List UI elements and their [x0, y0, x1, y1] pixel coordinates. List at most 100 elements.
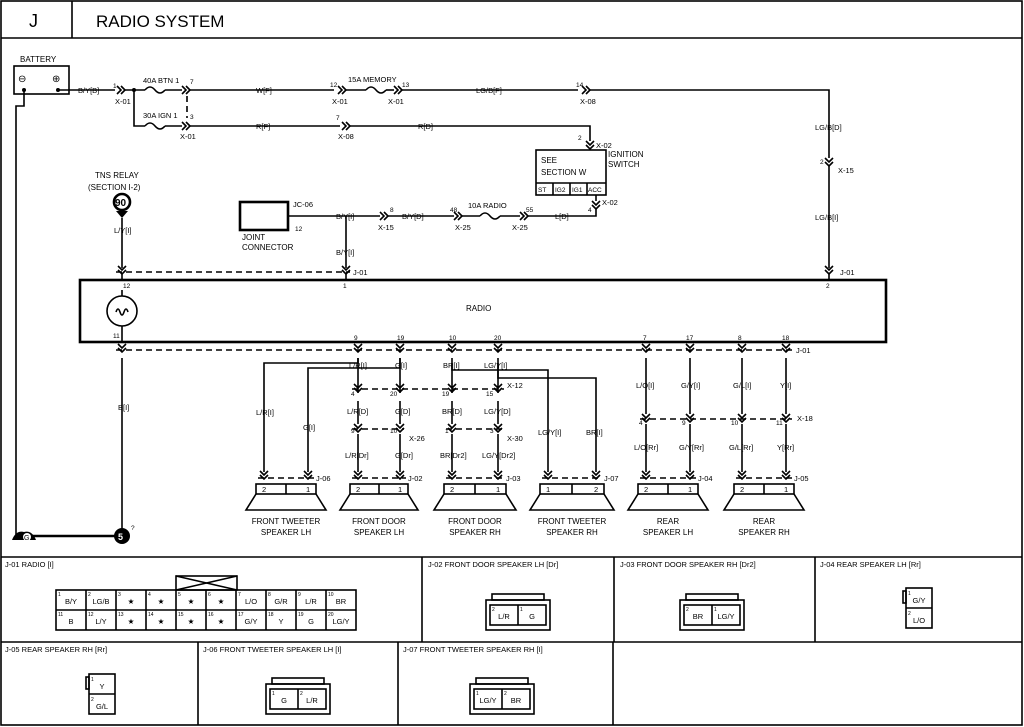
pin-label: 7 [643, 335, 647, 342]
speaker-label-2: SPEAKER LH [643, 528, 693, 537]
radio-label: RADIO [466, 304, 491, 313]
pin-label: 19 [442, 391, 450, 398]
pin-label: 1 [113, 83, 117, 90]
pin-label: 4 [639, 420, 643, 427]
speaker-conn-label: J-04 [698, 474, 713, 483]
conn-title-j05: J-05 REAR SPEAKER RH [Rr] [5, 645, 107, 654]
cell-wire: ★ [188, 617, 195, 626]
speaker-label-2: SPEAKER LH [354, 528, 404, 537]
conn-title-j01: J-01 RADIO [I] [5, 560, 54, 569]
wire-label-l-d: L[D] [555, 212, 569, 221]
pin-label: 55 [526, 207, 534, 214]
pin-label: 20 [494, 335, 502, 342]
page-title: RADIO SYSTEM [96, 12, 224, 31]
cell-wire: ★ [128, 597, 135, 606]
connector-mark [181, 85, 192, 95]
pin-label: 3 [190, 114, 194, 121]
wire-label: G/L[I] [733, 381, 751, 390]
svg-text:LG/Y: LG/Y [479, 696, 496, 705]
cell-pin: 20 [328, 612, 334, 618]
wire-label: G[D] [395, 407, 410, 416]
ignition-cell-st: ST [538, 187, 546, 194]
cell-wire: ★ [218, 617, 225, 626]
pin-label: 15 [486, 391, 494, 398]
pin-label: 9 [351, 428, 355, 435]
tns-relay: TNS RELAY (SECTION I-2) 90 [88, 171, 141, 218]
cell-wire: B [68, 617, 73, 626]
cell-pin: 12 [88, 612, 94, 618]
pin-label: 4 [351, 391, 355, 398]
pin-label: 9 [354, 335, 358, 342]
connector-mark [453, 211, 464, 221]
wire-label: Y[I] [780, 381, 791, 390]
wire-label: L/R[I] [349, 361, 367, 370]
connector-mark [116, 85, 127, 95]
joint-connector-box [238, 200, 290, 232]
speaker-conn-label: J-05 [794, 474, 809, 483]
connector-mark [737, 343, 747, 354]
j01-connector-face: 1B/Y2LG/B3★4★5★6★7L/O8G/R9L/R10BR11B12L/… [55, 575, 357, 631]
svg-text:2: 2 [91, 697, 94, 703]
pin-label: 13 [402, 82, 410, 89]
connector-mark [341, 121, 352, 131]
battery: BATTERY ⊖ ⊕ [13, 55, 70, 95]
conn-label-j01: J-01 [840, 268, 855, 277]
cell-wire: ★ [128, 617, 135, 626]
tns-arrow-icon [116, 211, 128, 218]
wire-label-by-i: B/Y[I] [336, 212, 354, 221]
ignition-section: SECTION W [541, 168, 587, 177]
speaker-pin: 1 [546, 485, 550, 494]
small-connectors: 2L/R1G2BR1LG/Y1G/Y2L/O1Y2G/L1G2L/R1LG/Y2… [85, 587, 933, 715]
radio-lamp-icon [106, 295, 138, 327]
cell-wire: ★ [218, 597, 225, 606]
fuse-ign-label: 30A IGN 1 [143, 111, 178, 120]
fuse-btn-symbol [144, 86, 166, 94]
pin-label: 1 [445, 428, 449, 435]
speaker-cone-icon [432, 493, 518, 511]
conn-label-x08: X-08 [338, 132, 354, 141]
fuse-radio-symbol [479, 212, 501, 220]
svg-text:1: 1 [476, 691, 479, 697]
pin-label: 1 [343, 283, 347, 290]
cell-pin: 15 [178, 612, 184, 618]
speaker-label-1: REAR [657, 517, 679, 526]
wire-label: G[I] [395, 361, 407, 370]
cell-pin: 9 [298, 592, 301, 598]
connector-mark [447, 423, 457, 434]
cell-pin: 4 [148, 592, 151, 598]
wire-label-by-b: B/Y[B] [78, 86, 99, 95]
ground-label: G [24, 535, 29, 542]
wire-label-by-i2: B/Y[I] [336, 248, 354, 257]
ground-note: ? [131, 525, 135, 532]
conn-title-j06: J-06 FRONT TWEETER SPEAKER LH [I] [203, 645, 342, 654]
ignition-switch-box [535, 149, 607, 196]
conn-label-x02: X-02 [596, 141, 612, 150]
cell-wire: G [308, 617, 314, 626]
cell-wire: L/O [245, 597, 257, 606]
cell-wire: L/R [305, 597, 317, 606]
j02-connector-face: 2L/R1G [485, 593, 551, 631]
cell-wire: G/Y [245, 617, 258, 626]
svg-text:2: 2 [492, 607, 495, 613]
radio-unit [78, 278, 888, 344]
wire-label: LG/Y[I] [484, 361, 507, 370]
cell-wire: B/Y [65, 597, 77, 606]
wire-label: Y[Rr] [777, 443, 794, 452]
cell-pin: 19 [298, 612, 304, 618]
svg-text:G: G [281, 696, 287, 705]
speaker-label-1: FRONT TWEETER [538, 517, 607, 526]
svg-text:1: 1 [520, 607, 523, 613]
wire [133, 90, 145, 127]
speaker-cone-icon [722, 493, 806, 511]
battery-label: BATTERY [20, 55, 57, 64]
conn-label-x18: X-18 [797, 414, 813, 423]
tns-number: 90 [115, 198, 127, 209]
pin-label: 2 [820, 159, 824, 166]
wire-label-r-f: R[F] [256, 122, 270, 131]
pin-label: 20 [390, 391, 398, 398]
